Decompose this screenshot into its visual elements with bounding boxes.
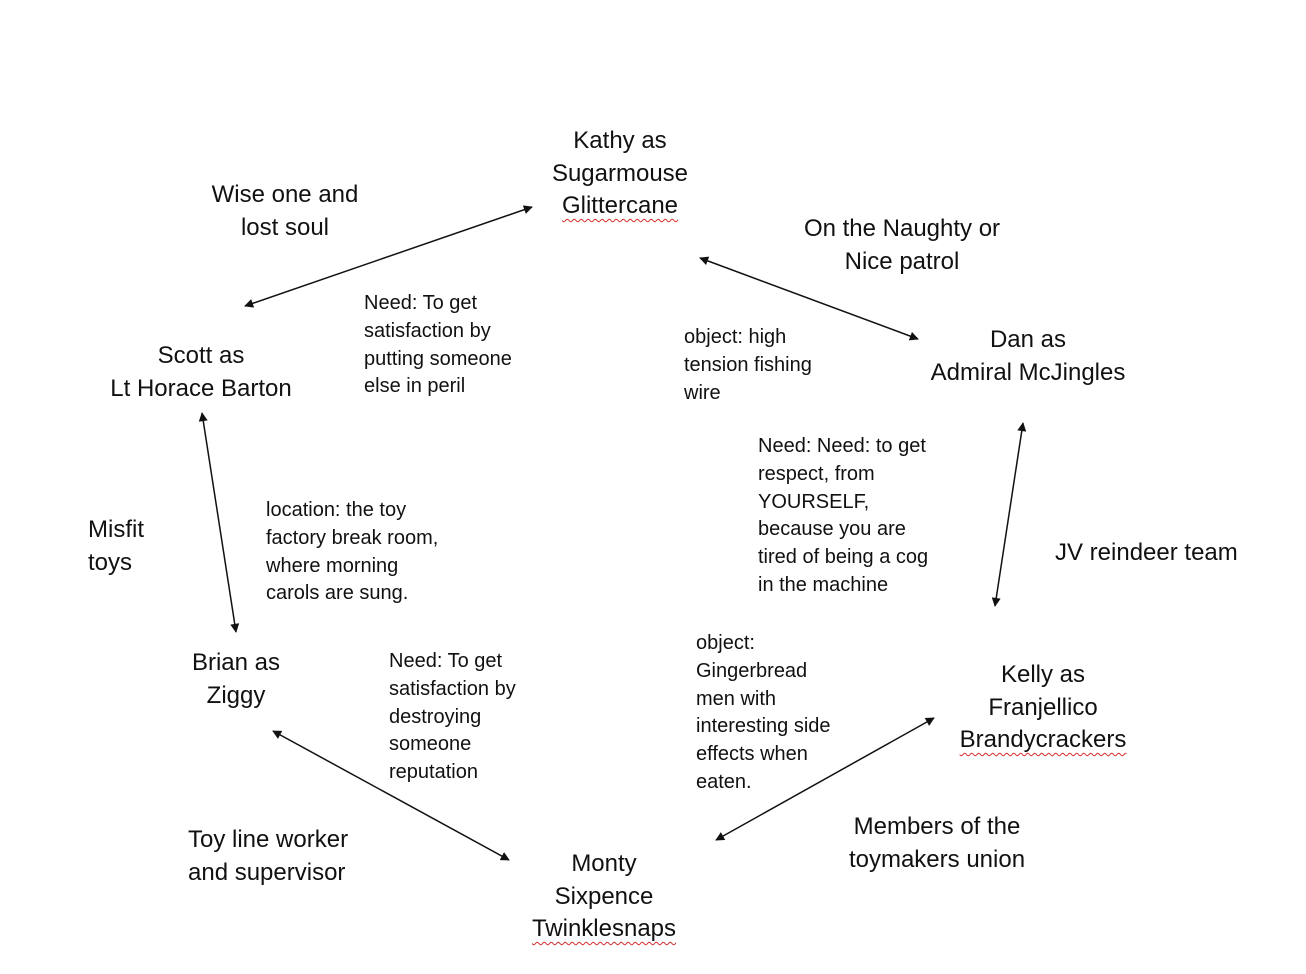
character-monty-line-2: Sixpence [554,882,654,910]
note-need-respect-line-5: tired of being a cog [758,546,929,569]
note-need-respect-line-1: Need: Need: to get [758,435,926,457]
arrow-kelly-monty [715,717,935,841]
note-object-wire-line-2: tension fishing [684,353,812,376]
note-need-respect: Need: Need: to get respect, from YOURSEL… [758,433,928,600]
character-kathy-line-2: Sugarmouse [551,159,689,187]
character-kathy-line-1: Kathy as [573,127,667,154]
character-kathy: Kathy as Sugarmouse Glittercane [520,125,720,223]
note-object-gingerbread-line-2: Gingerbread [696,659,808,682]
character-kathy-line-3: Glittercane [561,192,679,219]
arrow-kathy-dan [699,256,919,341]
note-location-break-room: location: the toy factory break room, wh… [266,497,438,608]
relationship-misfit-toys-line-2: toys [88,548,133,576]
character-brian: Brian as Ziggy [156,647,316,712]
note-object-gingerbread-line-5: effects when [696,743,808,766]
relationship-naughty-nice: On the Naughty or Nice patrol [772,213,1032,278]
character-scott-line-1: Scott as [157,342,245,369]
character-scott: Scott as Lt Horace Barton [81,340,321,405]
relationship-toymakers-union-line-1: Members of the [853,813,1021,840]
note-need-peril-line-2: satisfaction by [364,319,491,342]
note-need-peril-line-3: putting someone [364,347,512,370]
relationship-misfit-toys: Misfit toys [88,514,144,579]
note-need-reputation: Need: To get satisfaction by destroying … [389,648,516,787]
note-need-respect-line-2: respect, from [758,462,875,485]
note-object-gingerbread-line-4: interesting side [696,715,831,738]
note-location-break-room-line-1: location: the toy [266,499,407,521]
note-object-wire-line-3: wire [684,381,721,404]
relationship-wise-one-line-2: lost soul [240,213,330,241]
note-need-reputation-line-3: destroying [389,705,482,728]
character-monty-line-1: Monty [571,850,637,877]
character-kelly-line-1: Kelly as [1000,661,1086,688]
relationship-jv-reindeer: JV reindeer team [1055,537,1238,570]
arrow-monty-brian [272,730,510,861]
character-dan-line-1: Dan as [989,326,1067,353]
note-need-reputation-line-5: reputation [389,761,478,784]
note-object-wire-line-1: object: high [684,326,787,348]
note-object-gingerbread-line-1: object: [696,632,755,654]
character-brian-line-2: Ziggy [206,681,266,709]
note-object-gingerbread: object: Gingerbread men with interesting… [696,630,831,797]
note-need-reputation-line-1: Need: To get [389,650,503,672]
note-need-peril-line-1: Need: To get [364,292,478,314]
relationship-toymakers-union-line-2: toymakers union [848,845,1026,873]
note-need-reputation-line-4: someone [389,733,472,756]
note-location-break-room-line-3: where morning [266,554,399,577]
note-need-respect-line-6: in the machine [758,573,889,596]
character-kelly-line-3: Brandycrackers [959,726,1127,753]
character-monty-line-3: Twinklesnaps [531,915,677,942]
character-dan-line-2: Admiral McJingles [930,358,1126,386]
character-monty: Monty Sixpence Twinklesnaps [504,848,704,946]
relationship-naughty-nice-line-2: Nice patrol [844,247,960,275]
note-need-respect-line-4: because you are [758,518,906,541]
relationship-jv-reindeer-line-1: JV reindeer team [1055,539,1238,566]
relationship-toy-line-line-2: and supervisor [188,858,346,886]
arrow-scott-kathy [244,205,533,308]
relationship-toy-line: Toy line worker and supervisor [188,824,348,889]
note-location-break-room-line-2: factory break room, [266,526,439,549]
character-scott-line-2: Lt Horace Barton [110,374,292,402]
arrow-brian-scott [198,412,240,633]
note-need-respect-line-3: YOURSELF, [758,490,870,513]
note-need-reputation-line-2: satisfaction by [389,677,516,700]
character-kelly-line-2: Franjellico [988,693,1098,721]
relationship-wise-one-line-1: Wise one and [211,181,359,208]
note-object-gingerbread-line-6: eaten. [696,770,752,793]
arrow-dan-kelly [991,422,1027,607]
character-dan: Dan as Admiral McJingles [908,324,1148,389]
relationship-toy-line-line-1: Toy line worker [188,826,349,853]
note-object-wire: object: high tension fishing wire [684,324,812,407]
character-brian-line-1: Brian as [191,649,281,676]
relationship-naughty-nice-line-1: On the Naughty or [803,215,1001,242]
note-location-break-room-line-4: carols are sung. [266,582,409,605]
note-need-peril: Need: To get satisfaction by putting som… [364,290,512,401]
relationship-misfit-toys-line-1: Misfit [88,516,144,543]
note-object-gingerbread-line-3: men with [696,687,777,710]
relationship-wise-one: Wise one and lost soul [185,179,385,244]
note-need-peril-line-4: else in peril [364,375,466,398]
character-kelly: Kelly as Franjellico Brandycrackers [933,659,1153,757]
relationship-toymakers-union: Members of the toymakers union [817,811,1057,876]
